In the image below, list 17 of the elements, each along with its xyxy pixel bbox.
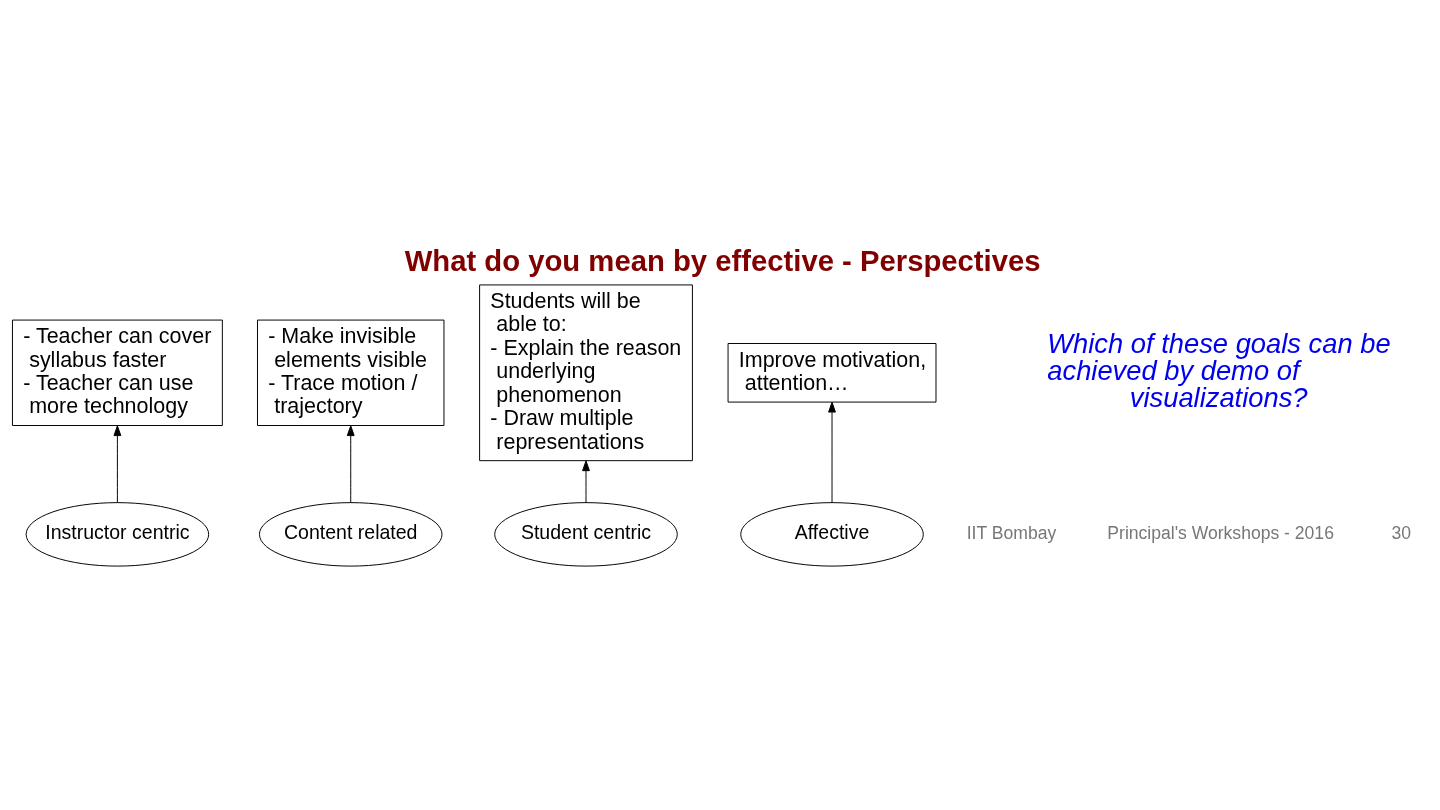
node-ellipse: Affective	[740, 501, 924, 567]
label: Principal's Workshops - 2016	[1107, 522, 1334, 543]
label: Which of these goals can be achieved by demo of visualizations?	[1047, 327, 1391, 413]
node-box: Students will be able to: - Explain the reason underlying phenomenon - Draw multiple representations	[479, 283, 693, 461]
node-ellipse: Student centric	[494, 501, 678, 567]
node-box: - Make invisible elements visible - Trace motion / trajectory	[257, 319, 445, 426]
arrow	[582, 459, 590, 503]
label: IIT Bombay	[966, 522, 1057, 543]
diagram-title: What do you mean by effective - Perspectives	[404, 243, 1041, 277]
node-box: Improve motivation, attention…	[727, 342, 937, 403]
node-box: - Teacher can cover syllabus faster - Teacher can use more technology	[11, 319, 223, 426]
arrow	[828, 401, 836, 503]
label: 30	[1391, 522, 1411, 543]
arrow	[113, 424, 122, 503]
node-ellipse: Instructor centric	[25, 501, 210, 567]
arrow	[346, 424, 355, 503]
node-ellipse: Content related	[258, 501, 443, 567]
